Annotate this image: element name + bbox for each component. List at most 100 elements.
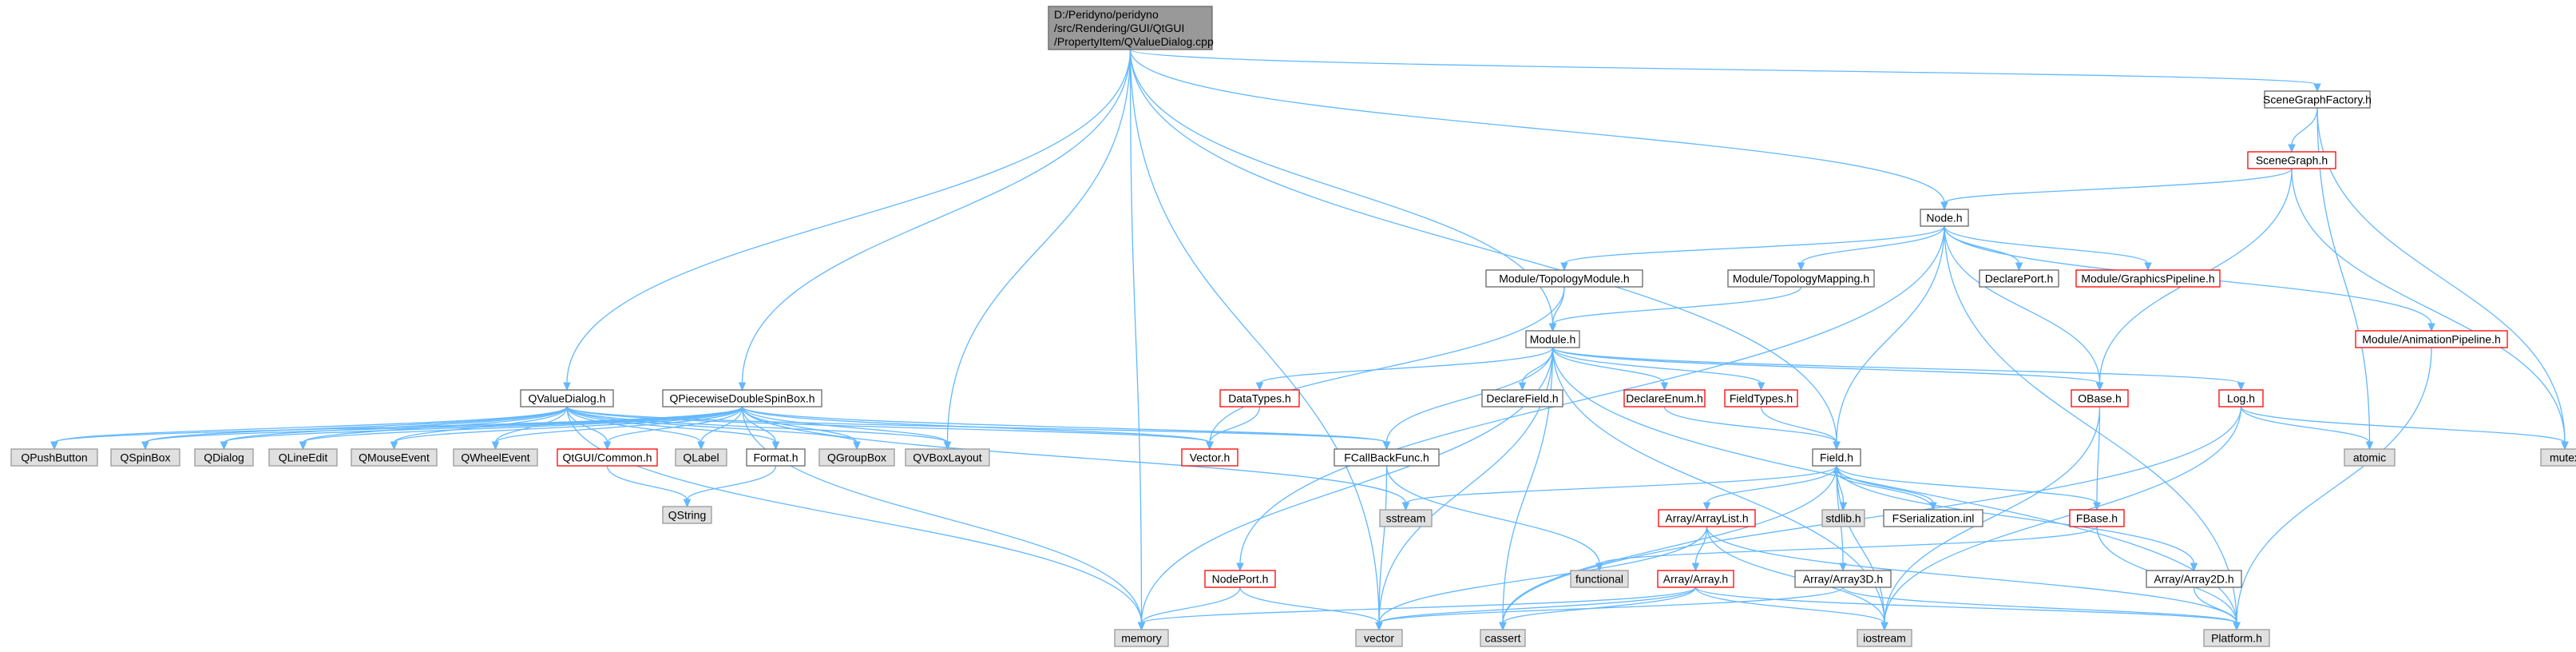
arrowhead [1757,382,1766,392]
node-label: memory [1121,632,1162,645]
node-sgf[interactable]: SceneGraphFactory.h [2263,90,2372,109]
edge-root-field [1129,49,1837,443]
edges-layer [50,49,2569,631]
node-obase[interactable]: OBase.h [2071,389,2129,408]
node-qvd[interactable]: QValueDialog.h [520,389,614,408]
node-qmouse: QMouseEvent [351,448,438,467]
arrowhead [2093,502,2101,511]
node-fcallback[interactable]: FCallBackFunc.h [1334,448,1440,467]
node-label: Array/Array2D.h [2154,573,2233,586]
node-label: QtGUI/Common.h [562,451,652,464]
node-topomod[interactable]: Module/TopologyModule.h [1485,269,1643,288]
node-box [662,506,712,524]
node-label: FieldTypes.h [1730,392,1793,405]
edge-arraylist-vector [1378,526,1708,624]
arrowhead [1560,262,1568,272]
node-array2d[interactable]: Array/Array2D.h [2146,570,2242,588]
node-format[interactable]: Format.h [746,448,806,467]
node-label: QLabel [683,451,719,464]
edge-module-obase [1552,347,2101,384]
node-qpw[interactable]: QPiecewiseDoubleSpinBox.h [662,389,822,408]
arrowhead [2288,144,2296,153]
node-box [1920,209,1969,227]
node-box [1658,509,1756,527]
node-label: Platform.h [2211,632,2262,645]
edge-log-atomic [2240,406,2371,443]
edge-topomod-vectorh [1209,286,1565,443]
arrowhead [2313,83,2321,93]
node-box [110,448,180,467]
arrowhead [1691,563,1700,572]
node-module[interactable]: Module.h [1525,330,1580,348]
node-label: Module/GraphicsPipeline.h [2081,272,2214,285]
node-box [1794,570,1892,588]
arrowhead [1401,502,1410,511]
arrowhead [853,441,861,451]
node-vectorh[interactable]: Vector.h [1181,448,1238,467]
node-label: Array/Array.h [1663,573,1728,586]
edge-node-field [1836,225,1945,443]
arrowhead [1236,563,1244,572]
edge-arraylist-platform [1706,526,2237,624]
edge-qtcommon-qstring [606,465,688,501]
node-sg[interactable]: SceneGraph.h [2247,151,2336,169]
node-log[interactable]: Log.h [2218,389,2264,408]
node-label: Module/TopologyModule.h [1499,272,1629,285]
node-label: Field.h [1820,451,1853,464]
node-label: FSerialization.inl [1892,512,1975,525]
edge-qvd-qpush [54,406,568,443]
edge-fcallback-vector [1378,465,1388,624]
node-field[interactable]: Field.h [1812,448,1861,467]
node-qspin: QSpinBox [110,448,180,467]
node-label: QValueDialog.h [528,392,605,405]
node-fbase[interactable]: FBase.h [2069,509,2125,527]
edge-root-qvd [566,49,1131,384]
node-declfield[interactable]: DeclareField.h [1481,389,1563,408]
node-declport[interactable]: DeclarePort.h [1979,269,2059,288]
edge-qpw-qpush [54,406,743,443]
arrowhead [697,441,705,451]
node-fieldtypes[interactable]: FieldTypes.h [1724,389,1798,408]
node-declenum[interactable]: DeclareEnum.h [1623,389,1706,408]
node-box [1623,389,1706,408]
node-arraylist[interactable]: Array/ArrayList.h [1658,509,1756,527]
node-gfx[interactable]: Module/GraphicsPipeline.h [2075,269,2221,288]
node-anim[interactable]: Module/AnimationPipeline.h [2355,330,2508,348]
arrowhead [1702,502,1711,511]
edge-node-topomap [1800,225,1945,264]
edge-topomod-module [1552,286,1565,325]
node-label: QSpinBox [120,451,170,464]
node-iostream: iostream [1857,629,1912,647]
node-box [1857,629,1912,647]
node-label: FBase.h [2076,512,2118,525]
node-nodeport[interactable]: NodePort.h [1204,570,1276,588]
edge-fieldtypes-field [1760,406,1837,443]
edge-log-mutex [2240,406,2566,443]
node-node[interactable]: Node.h [1920,209,1969,227]
node-box [1334,448,1440,467]
node-topomap[interactable]: Module/TopologyMapping.h [1727,269,1875,288]
arrowhead [220,441,228,451]
node-array[interactable]: Array/Array.h [1657,570,1734,588]
node-box [2069,509,2125,527]
node-label: OBase.h [2078,392,2121,405]
node-qtcommon[interactable]: QtGUI/Common.h [557,448,658,467]
node-label: QPiecewiseDoubleSpinBox.h [669,392,814,405]
node-datatypes[interactable]: DataTypes.h [1219,389,1300,408]
edge-node-gfx [1944,225,2149,264]
arrowhead [1206,441,1214,451]
node-label: QLineEdit [279,451,328,464]
arrowhead [563,382,571,392]
node-mutex: mutex [2540,448,2576,467]
edge-qpw-fcallback [741,406,1388,443]
node-qdialog: QDialog [194,448,254,467]
node-array3d[interactable]: Array/Array3D.h [1794,570,1892,588]
arrowhead [738,382,747,392]
arrowhead [2427,323,2435,332]
edge-datatypes-vectorh [1209,406,1261,443]
node-box [1480,629,1526,647]
arrowhead [1137,622,1146,631]
node-fser[interactable]: FSerialization.inl [1883,509,1984,527]
node-label: D:/Peridyno/peridyno [1054,8,1159,21]
node-label: Array/Array3D.h [1803,573,1883,586]
